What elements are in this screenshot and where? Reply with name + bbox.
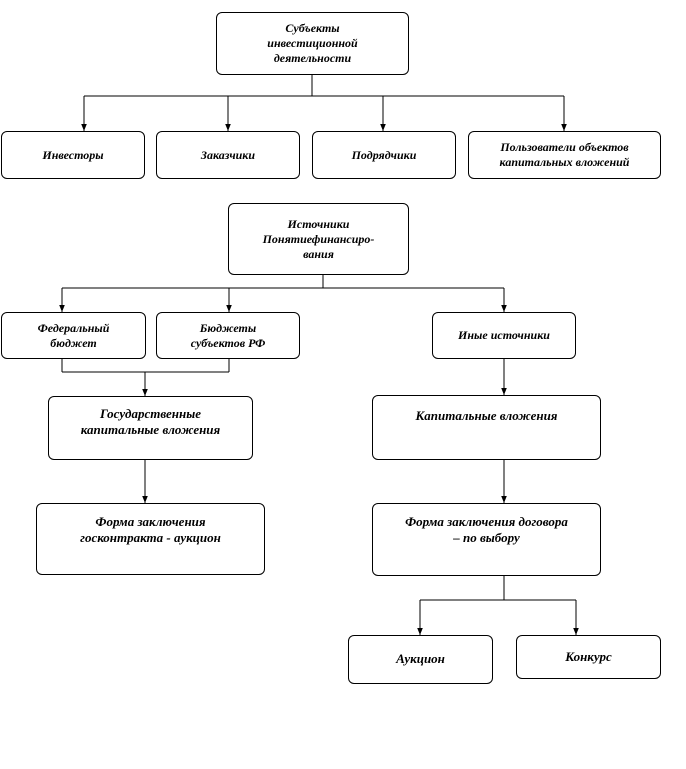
box-state-contract-form: Форма заключения госконтракта - аукцион	[36, 503, 265, 575]
investors-label: Инвесторы	[42, 147, 104, 162]
box-state-investments: Государственные капитальные вложения	[48, 396, 253, 460]
federal-budget-label: Федеральный бюджет	[37, 320, 110, 350]
box-capital-investments: Капитальные вложения	[372, 395, 601, 460]
box-users: Пользователи объектов капитальных вложен…	[468, 131, 661, 179]
box-other-sources: Иные источники	[432, 312, 576, 359]
state-contract-form-label: Форма заключения госконтракта - аукцион	[80, 514, 221, 546]
contract-form-choice-label: Форма заключения договора – по выбору	[405, 514, 568, 546]
customers-label: Заказчики	[200, 147, 256, 162]
box-investors: Инвесторы	[1, 131, 145, 179]
box-contest: Конкурс	[516, 635, 661, 679]
box-contract-form-choice: Форма заключения договора – по выбору	[372, 503, 601, 576]
box-auction: Аукцион	[348, 635, 493, 684]
auction-label: Аукцион	[396, 651, 445, 667]
contractors-label: Подрядчики	[351, 147, 417, 162]
box-subjects-root: Субъекты инвестиционной деятельности	[216, 12, 409, 75]
box-customers: Заказчики	[156, 131, 300, 179]
users-label: Пользователи объектов капитальных вложен…	[499, 140, 630, 169]
box-contractors: Подрядчики	[312, 131, 456, 179]
capital-investments-label: Капитальные вложения	[415, 408, 558, 423]
contest-label: Конкурс	[565, 648, 612, 664]
regional-budgets-label: Бюджеты субъектов РФ	[190, 320, 266, 350]
state-investments-label: Государственные капитальные вложения	[80, 406, 221, 438]
subjects-root-label: Субъекты инвестиционной деятельности	[267, 21, 358, 65]
box-regional-budgets: Бюджеты субъектов РФ	[156, 312, 300, 359]
other-sources-label: Иные источники	[458, 328, 550, 342]
box-federal-budget: Федеральный бюджет	[1, 312, 146, 359]
sources-root-label: Источники Понятиефинансиро- вания	[262, 216, 375, 261]
box-sources-root: Источники Понятиефинансиро- вания	[228, 203, 409, 275]
